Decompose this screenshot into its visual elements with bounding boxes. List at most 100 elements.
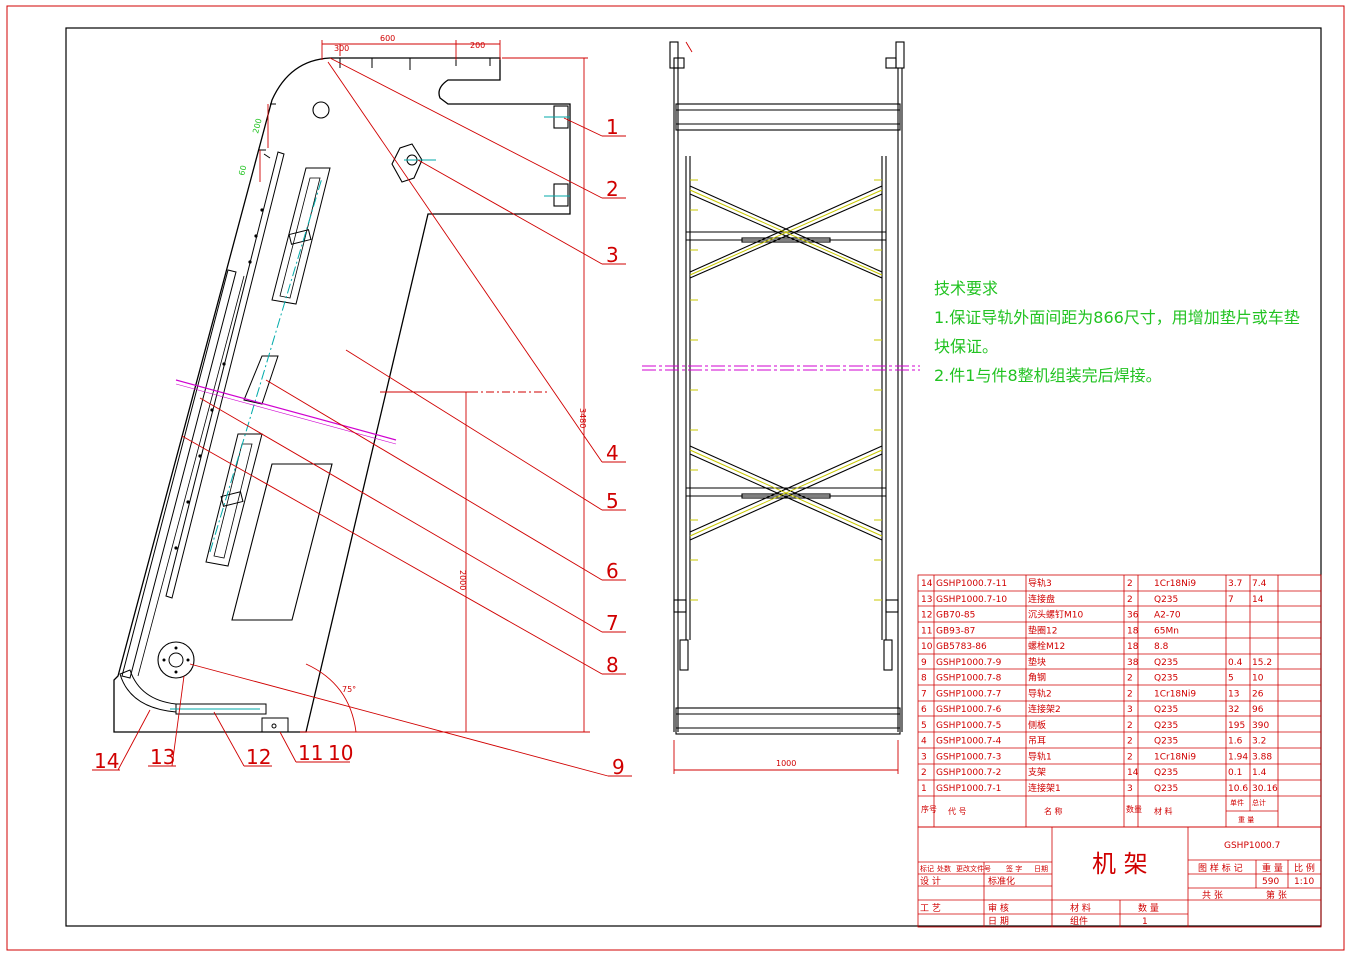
bom-cell-code: GSHP1000.7-1 — [936, 784, 1001, 794]
dim-2000: 2000 — [458, 570, 467, 590]
bom-cell-mat: Q235 — [1154, 705, 1178, 715]
drawing-scale: 1:10 — [1294, 877, 1314, 887]
balloon-10: 10 — [328, 741, 353, 765]
bom-cell-mat: Q235 — [1154, 658, 1178, 668]
bom-cell-name: 吊耳 — [1028, 736, 1046, 747]
tb-mass-label: 重 量 — [1262, 862, 1283, 874]
bom-cell-total: 26 — [1252, 689, 1264, 699]
bom-cell-code: GSHP1000.7-7 — [936, 689, 1001, 699]
bom-cell-code: GSHP1000.7-6 — [936, 705, 1002, 715]
tb-approve: 日 期 — [988, 916, 1009, 927]
tb-design: 设 计 — [920, 875, 941, 887]
bom-cell-qty: 14 — [1127, 768, 1139, 778]
tb-change-doc: 更改文件号 — [956, 864, 991, 873]
bom-cell-qty: 2 — [1127, 689, 1133, 699]
bom-cell-name: 沉头螺钉M10 — [1028, 610, 1083, 621]
dim-200-side: 200 — [251, 117, 263, 134]
bom-header: 序号 代 号 名 称 数量 材 料 单件 总计 重 量 — [921, 798, 1266, 824]
bom-cell-mat: Q235 — [1154, 721, 1178, 731]
bom-cell-total: 96 — [1252, 705, 1264, 715]
side-view-dimensions — [92, 40, 632, 777]
tb-sheets: 共 张 — [1202, 890, 1223, 901]
bom-cell-unit: 10.6 — [1228, 784, 1248, 794]
balloon-11: 11 — [298, 741, 323, 765]
bom-cell-no: 5 — [921, 721, 927, 731]
bom-cell-unit: 0.1 — [1228, 768, 1242, 778]
bom-cell-unit: 7 — [1228, 595, 1234, 605]
balloon-8: 8 — [606, 653, 619, 677]
balloon-4: 4 — [606, 441, 619, 465]
bom-cell-qty: 38 — [1127, 658, 1139, 668]
bom-cell-name: 连接架2 — [1028, 703, 1061, 715]
tb-material-label: 材 料 — [1070, 902, 1091, 914]
bom-cell-mat: 1Cr18Ni9 — [1154, 579, 1196, 589]
balloon-12: 12 — [246, 745, 271, 769]
bom-cell-no: 9 — [921, 658, 927, 668]
bom-cell-unit: 5 — [1228, 674, 1234, 684]
dim-600: 600 — [380, 34, 395, 43]
title-block-text: GSHP1000.7 机 架 590 1:10 图 样 标 记 重 量 比 例 … — [920, 841, 1315, 927]
balloon-9: 9 — [612, 755, 625, 779]
tb-sheet-no: 第 张 — [1266, 889, 1287, 901]
bom-cell-qty: 3 — [1127, 784, 1133, 794]
bom-cell-code: GSHP1000.7-5 — [936, 721, 1001, 731]
bom-cell-unit: 1.6 — [1228, 737, 1243, 747]
dim-3480: 3480 — [578, 408, 587, 428]
dim-green-labels: 200 60 — [237, 117, 263, 176]
bom-cell-mat: A2-70 — [1154, 611, 1181, 621]
bom-cell-unit: 195 — [1228, 721, 1245, 731]
tb-count: 处数 — [937, 864, 951, 873]
bom-cell-no: 8 — [921, 674, 927, 684]
dim-1000: 1000 — [776, 759, 796, 768]
bom-cell-code: GSHP1000.7-4 — [936, 737, 1002, 747]
bom-cell-no: 1 — [921, 784, 927, 794]
bom-cell-no: 14 — [921, 579, 933, 589]
bom-cell-code: GSHP1000.7-3 — [936, 752, 1001, 762]
bom-header-name: 名 称 — [1044, 806, 1063, 816]
bom-cell-qty: 2 — [1127, 674, 1133, 684]
bom-cell-name: 导轨3 — [1028, 577, 1052, 589]
dimension-labels: 300 600 200 3480 2000 75° 1000 — [334, 34, 796, 768]
bom-cell-total: 1.4 — [1252, 768, 1267, 778]
bom-cell-qty: 2 — [1127, 752, 1133, 762]
inner-border — [65, 27, 1322, 927]
tb-review: 审 核 — [988, 902, 1009, 914]
front-view-yellow — [689, 179, 883, 601]
drawing-name: 机 架 — [1092, 850, 1148, 878]
technical-requirements: 技术要求 1.保证导轨外面间距为866尺寸，用增加垫片或车垫 块保证。 2.件1… — [934, 274, 1300, 390]
bom-cell-name: 螺栓M12 — [1028, 640, 1065, 652]
balloon-labels: 1 2 3 4 5 6 7 8 9 14 13 12 11 10 — [94, 115, 625, 779]
dim-200: 200 — [470, 41, 485, 50]
bom-cell-qty: 2 — [1127, 737, 1133, 747]
tb-material-value: 组件 — [1070, 915, 1088, 927]
bom-cell-no: 4 — [921, 737, 927, 747]
notes-line-2: 2.件1与件8整机组装完后焊接。 — [934, 366, 1162, 385]
bom-cell-code: GSHP1000.7-9 — [936, 658, 1002, 668]
bom-cell-name: 导轨2 — [1028, 687, 1052, 699]
bom-cell-code: GB93-87 — [936, 626, 975, 636]
bom-cell-code: GSHP1000.7-2 — [936, 768, 1001, 778]
bom-cell-name: 连接盘 — [1028, 593, 1055, 605]
notes-title: 技术要求 — [934, 279, 999, 298]
bom-cell-no: 12 — [921, 611, 932, 621]
bom-cell-no: 6 — [921, 705, 927, 715]
tb-process: 工 艺 — [920, 903, 941, 914]
bom-cell-total: 14 — [1252, 595, 1264, 605]
bom-cell-code: GSHP1000.7-11 — [936, 579, 1007, 589]
tb-stage: 图 样 标 记 — [1198, 862, 1243, 874]
tb-date: 日期 — [1034, 865, 1048, 873]
side-view — [113, 57, 571, 733]
front-view-dims — [673, 41, 899, 774]
balloon-2: 2 — [606, 177, 619, 201]
